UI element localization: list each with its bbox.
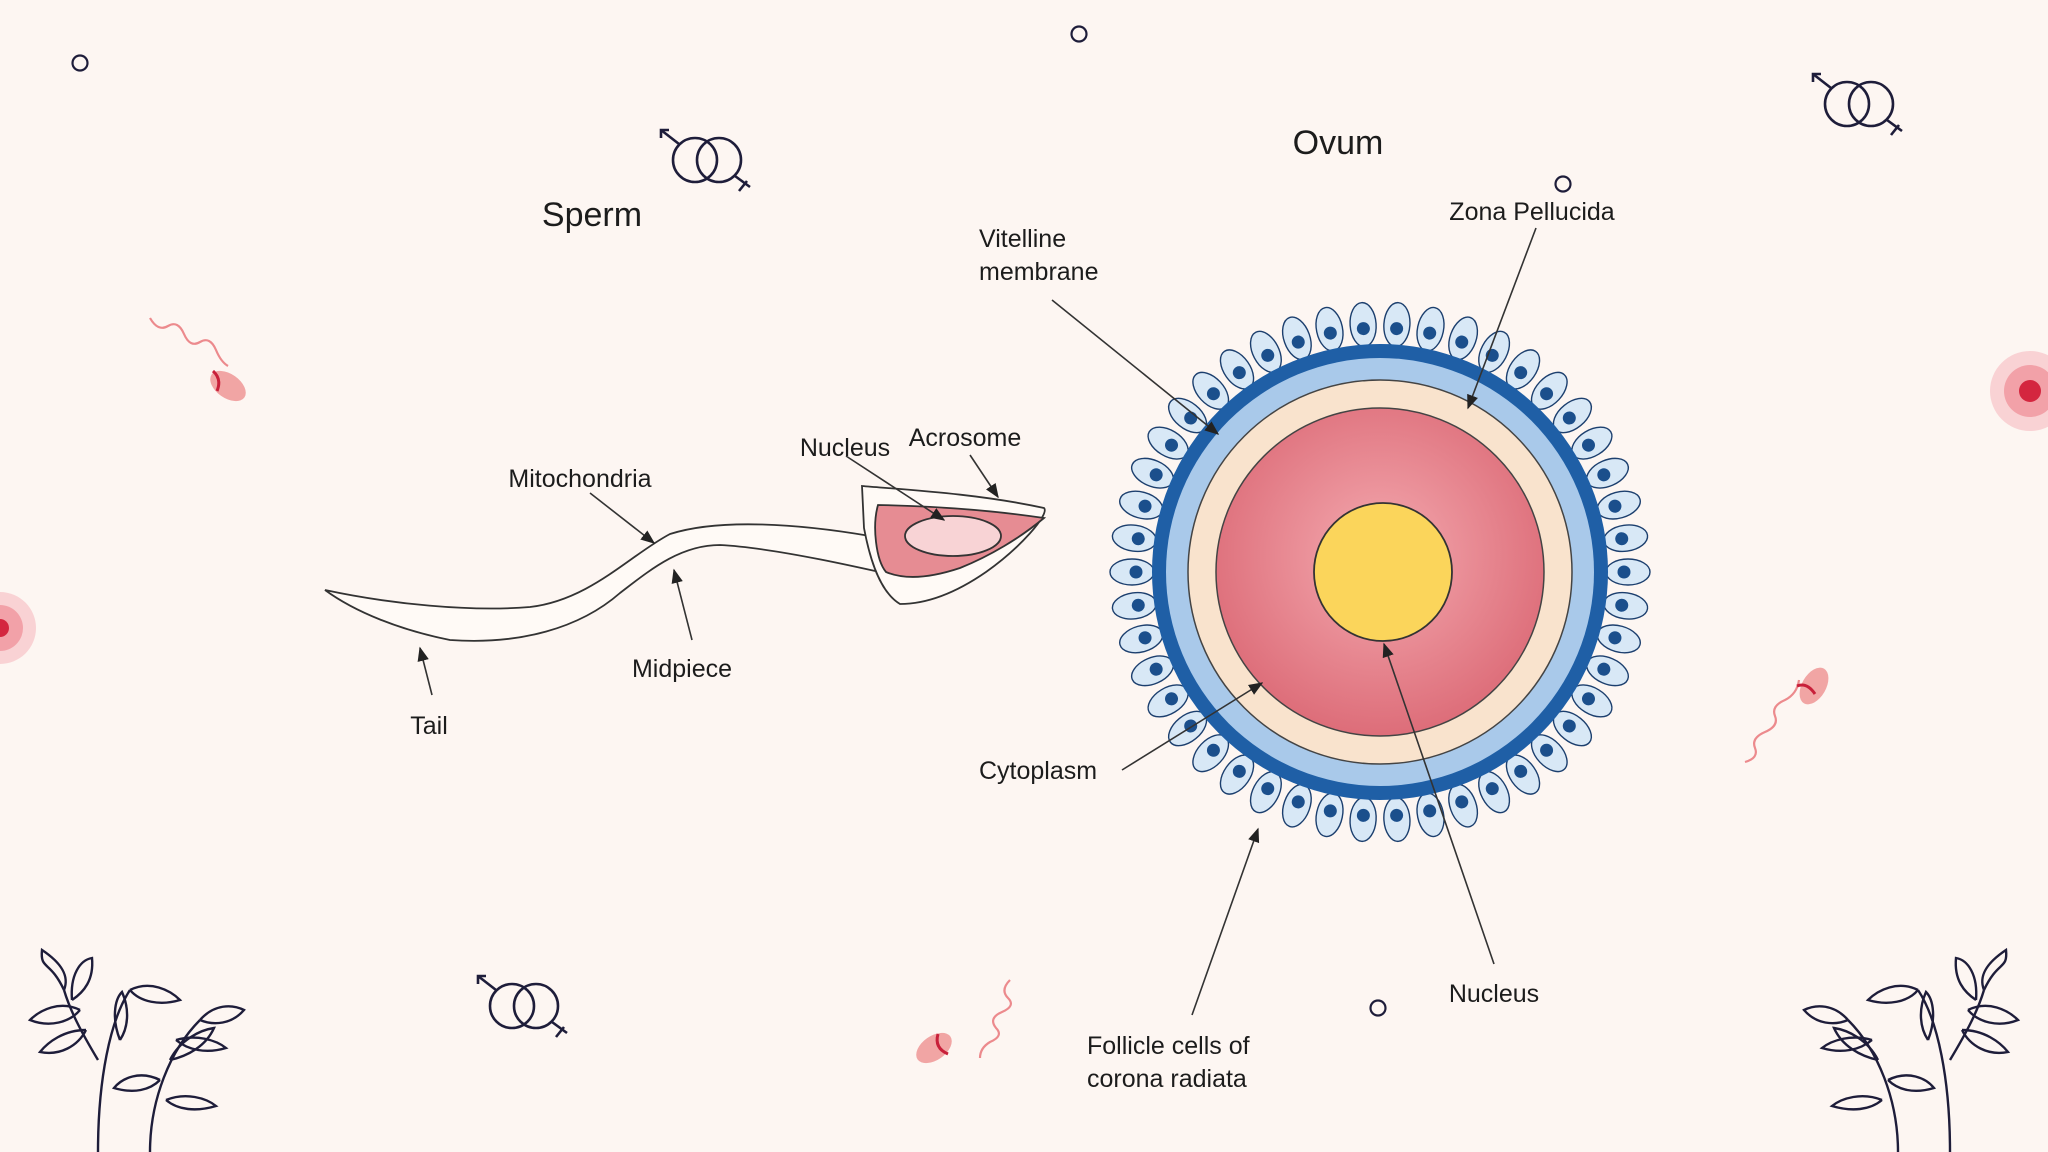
ovum-title: Ovum xyxy=(1293,124,1384,162)
venus-mars-icon xyxy=(1811,72,1903,136)
leader-vitelline xyxy=(1051,299,1220,435)
target-dot-icon xyxy=(0,592,36,664)
label-mitochondria: Mitochondria xyxy=(508,465,651,493)
follicle-cell xyxy=(1130,457,1175,489)
leader-mitochondria xyxy=(589,492,656,544)
leader-egg-nucleus xyxy=(1382,642,1495,965)
follicle-cell xyxy=(1383,301,1411,348)
label-tail: Tail xyxy=(410,712,448,740)
sperm-doodle-icon xyxy=(916,979,1012,1064)
follicle-cell xyxy=(1585,655,1630,687)
leader-acrosome xyxy=(969,454,999,499)
label-midpiece: Midpiece xyxy=(632,655,732,683)
label-follicle-2: corona radiata xyxy=(1087,1065,1247,1093)
follicle-cell xyxy=(1111,591,1157,620)
leader-zona xyxy=(1467,227,1537,410)
ring-dot-icon xyxy=(1554,175,1572,193)
ring-dot-icon xyxy=(1369,999,1387,1017)
egg-nucleus xyxy=(1313,502,1453,642)
follicle-cell xyxy=(1585,457,1630,489)
sperm-nucleus xyxy=(904,515,1002,557)
follicle-cell xyxy=(1315,792,1344,838)
label-acrosome: Acrosome xyxy=(909,424,1022,452)
ovum-diagram: Ovum Zona Pellucida Vitelline membrane C… xyxy=(979,124,1651,1093)
follicle-cell xyxy=(1605,558,1651,586)
follicle-cell xyxy=(1315,306,1344,352)
follicle-cell xyxy=(1416,306,1445,352)
sperm-doodle-icon xyxy=(1744,667,1829,764)
label-cytoplasm: Cytoplasm xyxy=(979,757,1097,785)
leaf-branch-icon xyxy=(27,947,246,1152)
follicle-cell xyxy=(1349,301,1377,348)
sperm-tail-body xyxy=(324,523,952,642)
leader-tail xyxy=(417,646,433,696)
follicle-cell xyxy=(1603,524,1649,553)
sperm-doodle-icon xyxy=(149,317,246,402)
label-egg-nucleus: Nucleus xyxy=(1449,980,1539,1008)
label-nucleus: Nucleus xyxy=(800,434,890,462)
follicle-cell xyxy=(1109,558,1155,586)
sperm-title: Sperm xyxy=(542,196,642,234)
follicle-cells-layer xyxy=(1109,301,1651,843)
follicle-cell xyxy=(1383,796,1411,843)
follicle-cell xyxy=(1119,490,1164,520)
follicle-cell xyxy=(1349,796,1377,843)
follicle-cell xyxy=(1603,591,1649,620)
follicle-cell xyxy=(1111,524,1157,553)
leaf-branch-icon xyxy=(1802,947,2021,1152)
leader-midpiece xyxy=(671,568,693,641)
leader-nucleus xyxy=(845,455,946,521)
label-follicle-1: Follicle cells of xyxy=(1087,1032,1250,1060)
label-vitelline-2: membrane xyxy=(979,258,1099,286)
leader-cytoplasm xyxy=(1121,682,1264,771)
follicle-cell xyxy=(1596,624,1641,654)
follicle-cell xyxy=(1530,734,1568,773)
sperm-diagram: Sperm Nucleus Acrosome Mitochondria Midp… xyxy=(324,196,1047,740)
venus-mars-icon xyxy=(659,128,751,192)
ring-dot-icon xyxy=(71,54,89,72)
follicle-cell xyxy=(1192,371,1230,410)
decorations xyxy=(0,25,2048,1152)
venus-mars-icon xyxy=(476,974,568,1038)
target-dot-icon xyxy=(1990,351,2048,431)
follicle-cell xyxy=(1530,371,1568,410)
leader-follicle xyxy=(1191,827,1260,1016)
follicle-cell xyxy=(1130,655,1175,687)
follicle-cell xyxy=(1448,316,1479,361)
follicle-cell xyxy=(1219,349,1255,390)
follicle-cell xyxy=(1571,426,1613,460)
label-zona-pellucida: Zona Pellucida xyxy=(1449,198,1614,226)
follicle-cell xyxy=(1478,771,1511,814)
label-vitelline-1: Vitelline xyxy=(979,225,1066,253)
ring-dot-icon xyxy=(1070,25,1088,43)
